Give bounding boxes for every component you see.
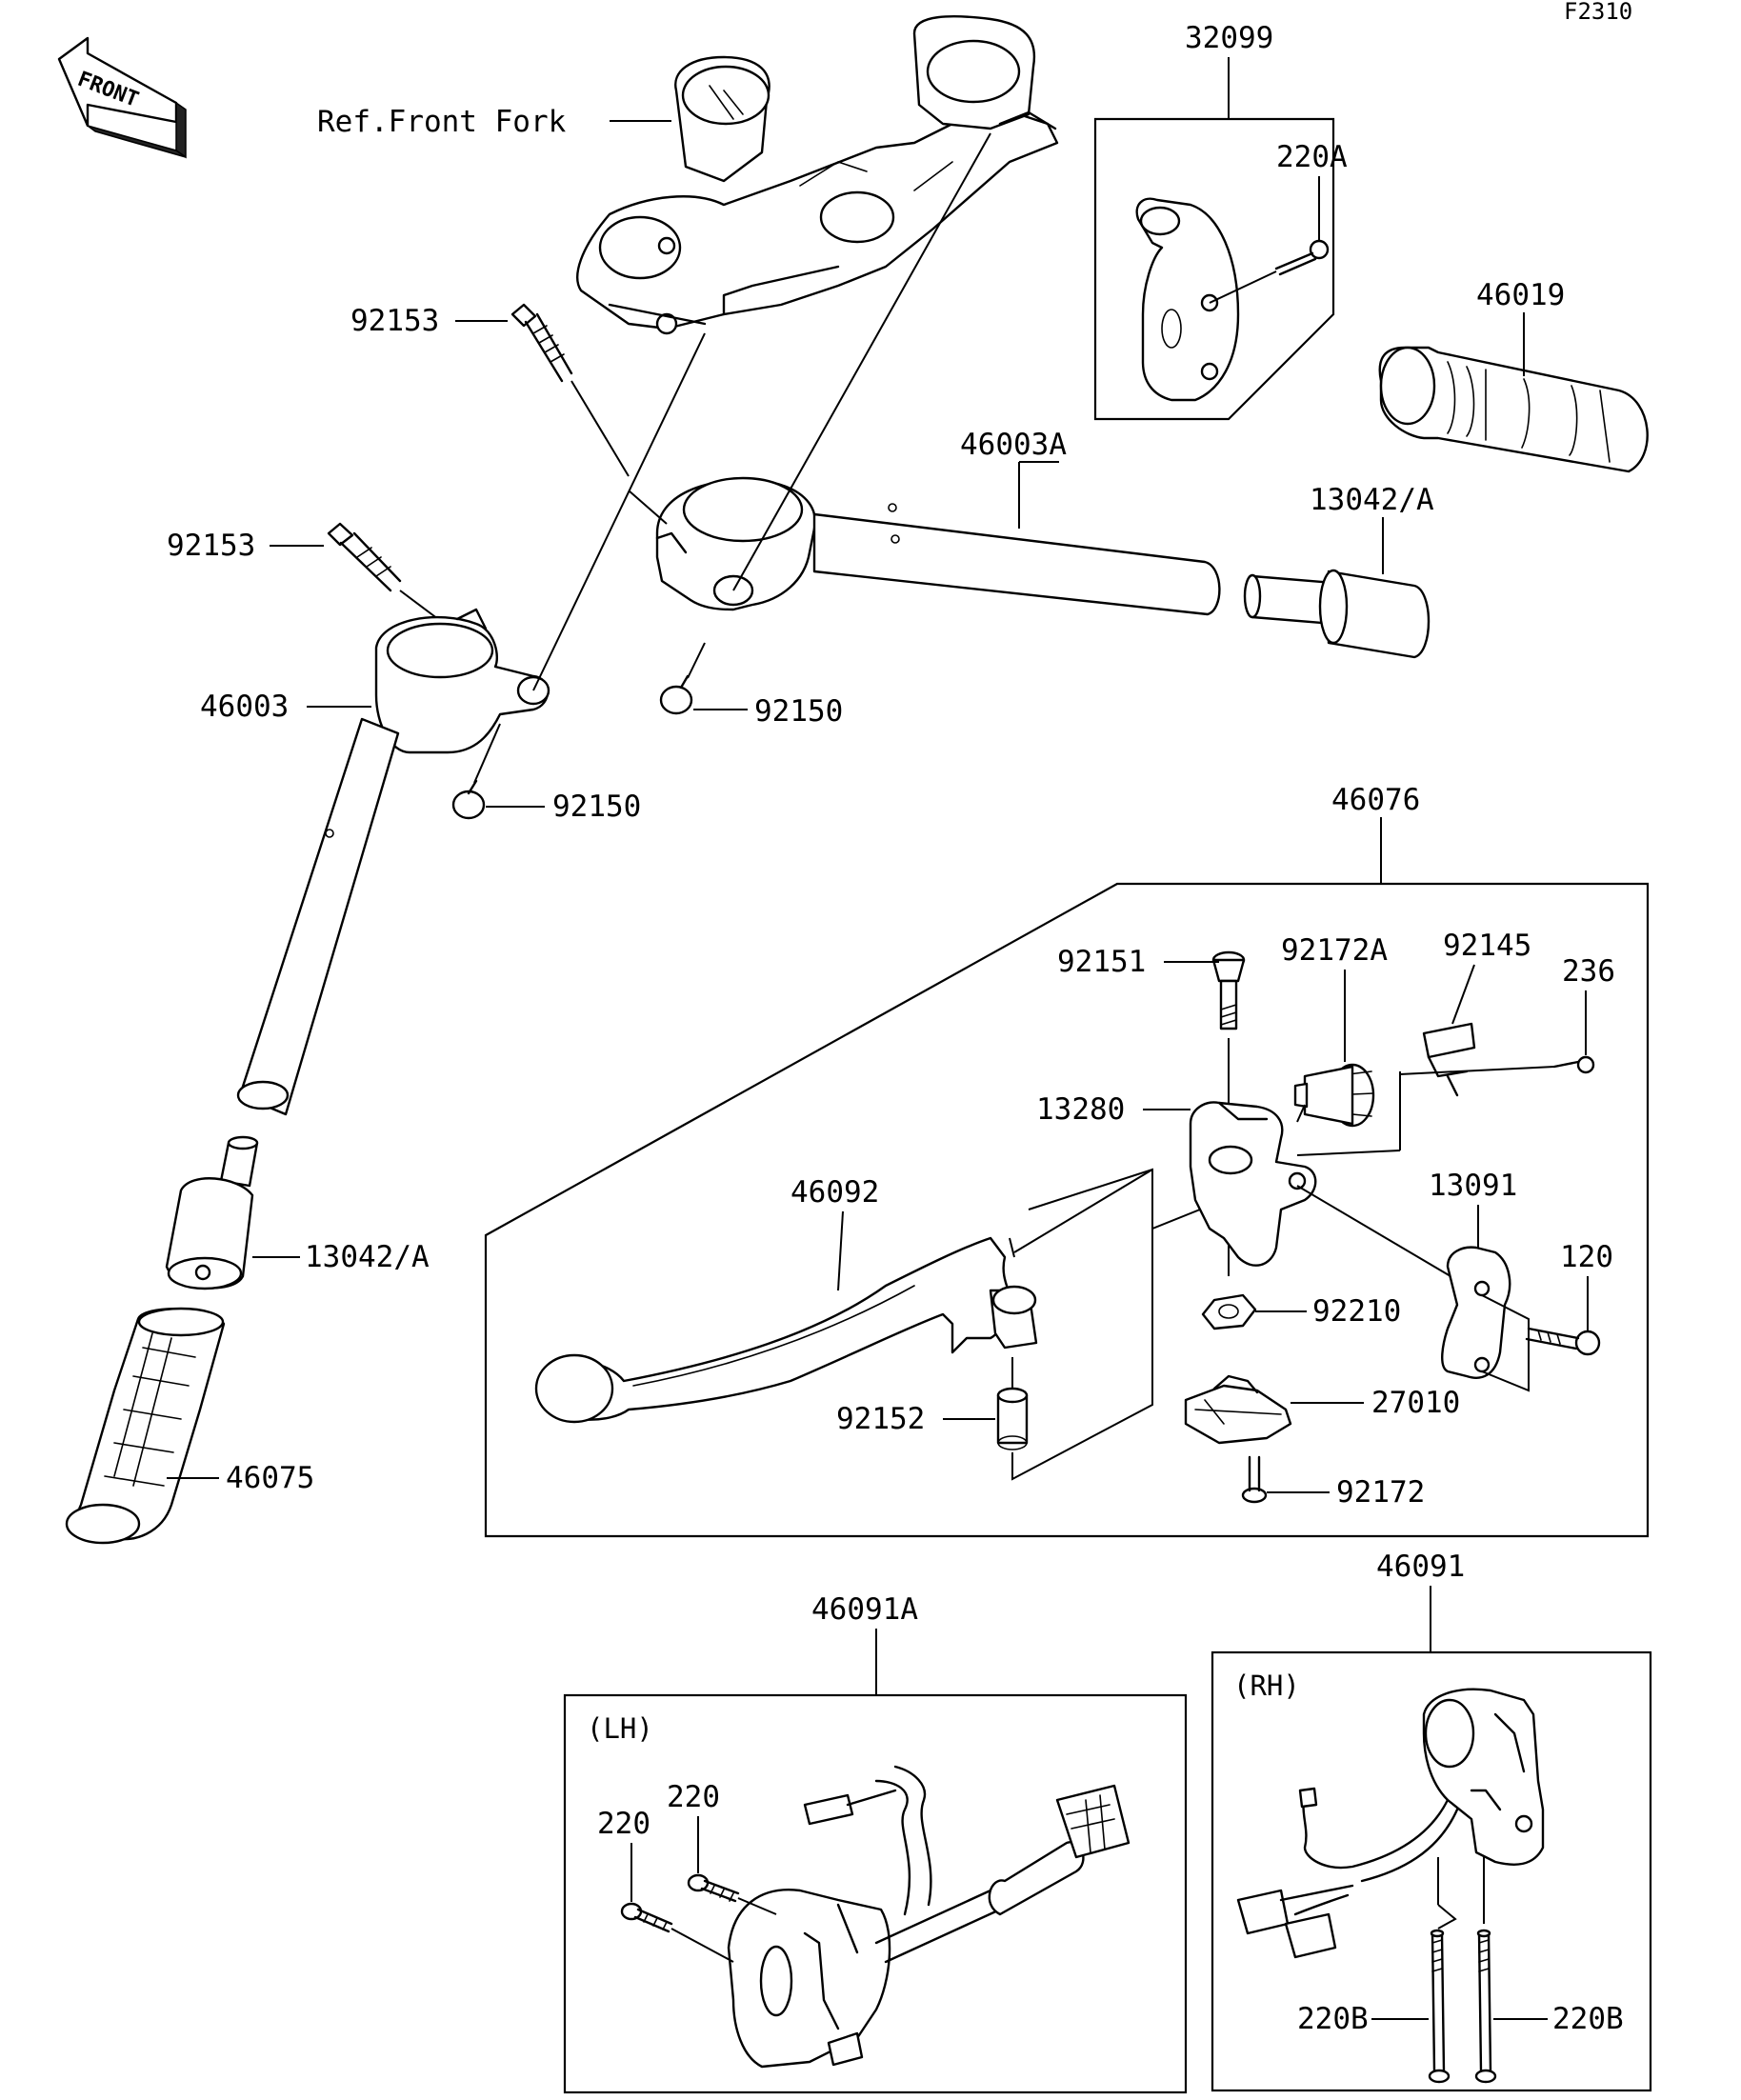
- screw-220B-right: [1474, 1929, 1497, 2084]
- label-92172: 92172: [1336, 1475, 1425, 1510]
- label-46091: 46091: [1376, 1550, 1465, 1584]
- label-13280: 13280: [1036, 1092, 1125, 1127]
- right-grip-46019: [1378, 346, 1649, 473]
- screw-220-right: [687, 1873, 740, 1903]
- brake-lever-assembly-box: [484, 882, 1650, 1538]
- label-46003A: 46003A: [960, 428, 1067, 462]
- brake-lever-46092: [534, 1236, 1038, 1424]
- right-handlebar-46003A: [655, 476, 1221, 616]
- label-220A: 220A: [1276, 140, 1348, 174]
- label-92210: 92210: [1312, 1294, 1401, 1329]
- label-13042A-right: 13042/A: [1310, 483, 1434, 517]
- label-46019: 46019: [1476, 278, 1565, 312]
- left-grip-46075: [65, 1307, 226, 1545]
- label-46076: 46076: [1331, 783, 1420, 817]
- label-13091: 13091: [1429, 1169, 1517, 1203]
- lever-holder-13280: [1189, 1101, 1317, 1267]
- label-27010: 27010: [1371, 1386, 1460, 1420]
- label-46092: 46092: [790, 1175, 879, 1210]
- ref-front-fork-label: Ref.Front Fork: [317, 105, 567, 139]
- screw-220-left: [620, 1902, 673, 1933]
- label-92152: 92152: [836, 1402, 925, 1436]
- bar-end-weight-left-13042A: [165, 1135, 259, 1290]
- pivot-bolt-92151: [1211, 950, 1246, 1030]
- rh-label: (RH): [1233, 1670, 1300, 1702]
- label-32099: 32099: [1185, 21, 1273, 55]
- label-220B-left: 220B: [1297, 2002, 1369, 2036]
- label-236: 236: [1562, 954, 1615, 989]
- label-92150-right: 92150: [754, 694, 843, 729]
- label-92153-upper: 92153: [350, 304, 439, 338]
- label-220B-right: 220B: [1552, 2002, 1624, 2036]
- nut-92210: [1201, 1293, 1257, 1330]
- left-handlebar-46003: [236, 608, 550, 1116]
- label-46003: 46003: [200, 690, 289, 724]
- lh-label: (LH): [587, 1712, 653, 1745]
- spring-clip-92145: [1422, 1022, 1476, 1097]
- label-46075: 46075: [226, 1461, 314, 1495]
- right-switch-housing-46091: [1236, 1688, 1545, 1959]
- bushing-92152: [996, 1387, 1029, 1450]
- label-120: 120: [1560, 1240, 1613, 1274]
- screw-220B-left: [1428, 1929, 1451, 2084]
- bar-end-weight-right-13042A: [1243, 569, 1431, 659]
- adjuster-92172A: [1293, 1063, 1375, 1128]
- clamp-13091: [1441, 1246, 1511, 1379]
- screw-92172: [1241, 1455, 1268, 1504]
- bolt-92153-upper: [510, 303, 573, 383]
- label-92151: 92151: [1057, 945, 1146, 979]
- bolt-92153-lower: [327, 522, 402, 592]
- left-switch-housing-box: [563, 1693, 1188, 2094]
- switch-27010: [1184, 1374, 1292, 1445]
- screw-236: [1552, 1055, 1595, 1074]
- screw-92150-left: [451, 779, 486, 820]
- front-direction-badge: FRONT: [57, 36, 187, 159]
- throttle-housing-box: [1093, 117, 1335, 421]
- label-13042A-left: 13042/A: [305, 1240, 430, 1274]
- figure-code: F2310: [1564, 0, 1632, 25]
- label-220-left: 220: [597, 1807, 650, 1841]
- upper-triple-clamp: [576, 15, 1059, 335]
- bolt-120: [1525, 1327, 1601, 1356]
- throttle-housing-32099: [1135, 197, 1240, 402]
- label-92172A: 92172A: [1281, 933, 1388, 968]
- label-92150-left: 92150: [552, 790, 641, 824]
- label-46091A: 46091A: [811, 1592, 918, 1627]
- label-220-right: 220: [667, 1780, 720, 1814]
- right-switch-housing-box: [1211, 1650, 1652, 2092]
- screw-220A: [1274, 239, 1330, 276]
- label-92153-lower: 92153: [167, 529, 255, 563]
- screw-92150-right: [659, 674, 693, 715]
- label-92145: 92145: [1443, 929, 1531, 963]
- left-switch-housing-46091A: [727, 1765, 1131, 2069]
